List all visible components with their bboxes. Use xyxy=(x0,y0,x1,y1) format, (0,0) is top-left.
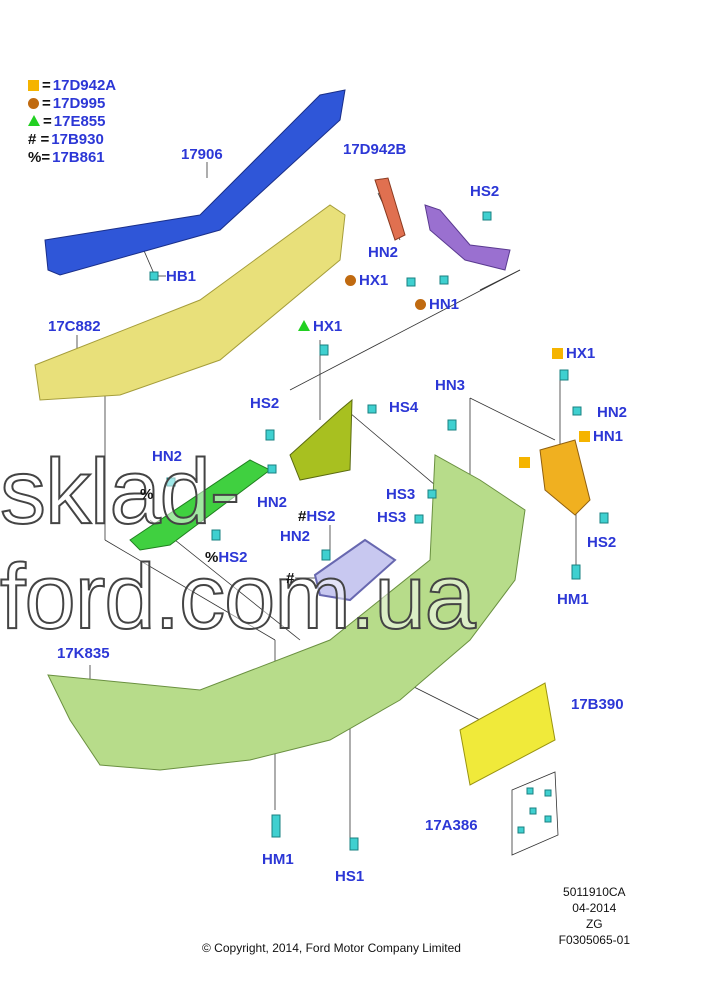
callout: HX1 xyxy=(552,346,595,362)
legend-item: =17E855 xyxy=(28,114,116,130)
callout: HS2 xyxy=(470,183,500,200)
diagram-date: 04-2014 xyxy=(572,901,617,915)
clips xyxy=(149,211,609,851)
bracket-purple xyxy=(424,204,511,271)
callout: HS2 xyxy=(587,534,617,551)
callout: HM1 xyxy=(262,851,294,868)
callout-symbol xyxy=(519,455,533,471)
bracket-right xyxy=(539,439,591,516)
triangle-icon xyxy=(298,320,310,331)
callout: 17D942B xyxy=(343,141,407,158)
square-icon xyxy=(579,431,590,442)
energy-absorber-17C882 xyxy=(34,204,346,401)
callout: 17B390 xyxy=(571,696,624,713)
callout: HS1 xyxy=(335,868,365,885)
diagram-zg: ZG xyxy=(585,917,603,931)
callout: HS3 xyxy=(377,509,407,526)
callout-symbol: % xyxy=(140,486,154,503)
callout: HN3 xyxy=(435,377,466,394)
square-icon xyxy=(552,348,563,359)
callout: HN2 xyxy=(152,448,183,465)
square-icon xyxy=(519,457,530,468)
callout: 17A386 xyxy=(425,817,478,834)
legend-item: %=17B861 xyxy=(28,149,105,166)
callout: HM1 xyxy=(557,591,589,608)
callout: HN2 xyxy=(280,528,311,545)
callout: HX1 xyxy=(298,319,342,335)
symbol-legend: =17D942A =17D995 =17E855 # =17B930 %=17B… xyxy=(28,78,116,168)
circle-icon xyxy=(28,98,39,109)
bracket-left xyxy=(289,398,353,481)
legend-item: =17D995 xyxy=(28,96,116,112)
callout: HN2 xyxy=(257,494,288,511)
diagram-code: 5011910CA xyxy=(563,885,626,899)
callout: %HS2 xyxy=(205,549,248,566)
callout-symbol: # xyxy=(286,570,295,587)
legend-item: # =17B930 xyxy=(28,131,104,148)
license-plate-17B390 xyxy=(459,682,556,786)
callout: HS3 xyxy=(386,486,416,503)
callout: HB1 xyxy=(166,268,197,285)
circle-icon xyxy=(345,275,356,286)
watermark: sklad-ford.com.ua xyxy=(0,440,477,649)
diagram-reference: 5011910CA 04-2014 ZG F0305065-01 xyxy=(559,884,630,948)
square-icon xyxy=(28,80,39,91)
callout: 17K835 xyxy=(57,645,110,662)
bumper-beam-17906 xyxy=(44,89,346,276)
diagram-ref: F0305065-01 xyxy=(558,933,630,947)
callout: HN1 xyxy=(415,297,459,313)
callout: HN1 xyxy=(579,429,623,445)
copyright: © Copyright, 2014, Ford Motor Company Li… xyxy=(202,941,461,955)
callout: HS4 xyxy=(389,399,419,416)
bracket-17D942B xyxy=(374,177,406,241)
callout: HX1 xyxy=(345,273,388,289)
circle-icon xyxy=(415,299,426,310)
bumper-cover-17K835 xyxy=(47,454,526,771)
reinforcement-green xyxy=(129,459,271,551)
callout: HN2 xyxy=(368,244,399,261)
callout: #HS2 xyxy=(298,508,336,525)
callout: 17906 xyxy=(181,146,223,163)
callout: HN2 xyxy=(597,404,628,421)
triangle-icon xyxy=(28,115,40,126)
legend-item: =17D942A xyxy=(28,78,116,94)
callout: 17C882 xyxy=(48,318,101,335)
reflector-bracket xyxy=(313,538,397,602)
callout: HS2 xyxy=(250,395,280,412)
